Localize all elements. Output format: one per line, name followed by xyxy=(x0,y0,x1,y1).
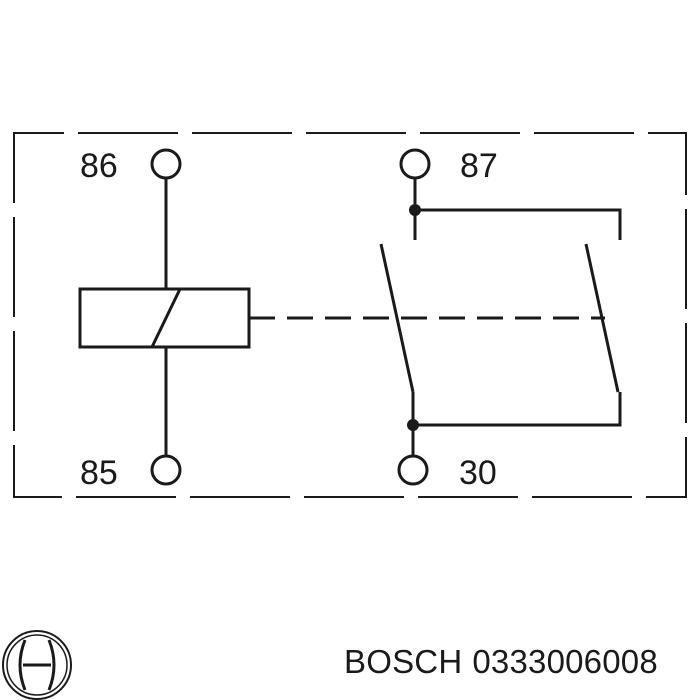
bosch-armature-logo-icon xyxy=(2,630,72,700)
terminal-30 xyxy=(397,454,429,486)
label-87: 87 xyxy=(460,147,498,185)
terminal-85 xyxy=(150,454,182,486)
housing-outline xyxy=(13,132,687,498)
brand-name: BOSCH xyxy=(344,643,463,680)
contact-87-bar xyxy=(415,208,622,240)
label-86: 86 xyxy=(80,147,118,185)
switch-arm-left xyxy=(379,243,415,393)
part-number: 0333006008 xyxy=(472,643,658,680)
contact-circuit xyxy=(379,178,622,456)
switch-arm-right xyxy=(584,243,620,393)
junction-dot-30 xyxy=(407,419,419,431)
coil-slash xyxy=(150,288,182,348)
contact-30-bar xyxy=(411,392,622,427)
terminal-86 xyxy=(150,148,182,180)
label-30: 30 xyxy=(459,454,497,492)
coil-circuit xyxy=(78,178,251,456)
label-85: 85 xyxy=(80,454,118,492)
terminal-87 xyxy=(399,148,431,180)
junction-dot-87 xyxy=(409,204,421,216)
